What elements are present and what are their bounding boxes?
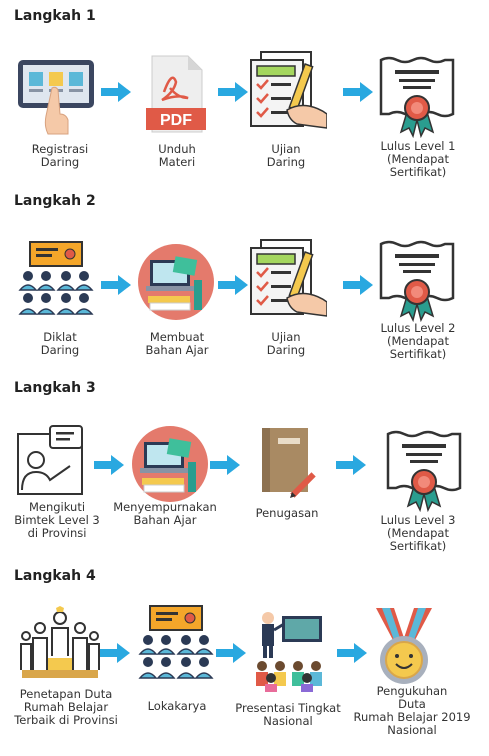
pdf-file-icon — [134, 52, 218, 136]
step-4-title: Langkah 4 — [14, 568, 96, 584]
arrow-right-icon — [101, 82, 131, 102]
step-3-label-4: Lulus Level 3 (Mendapat Sertifikat) — [380, 513, 456, 553]
arrow-right-icon — [210, 455, 240, 475]
tablet-touch-icon — [14, 52, 98, 136]
audience-presentation-icon — [14, 240, 98, 324]
step-4-label-2: Lokakarya — [147, 699, 207, 713]
step-1-label-1: Registrasi Daring — [31, 142, 89, 169]
arrow-right-icon — [216, 643, 246, 663]
books-laptop-icon — [128, 422, 212, 506]
step-4-label-4: Pengukuhan Duta Rumah Belajar 2019 Nasio… — [353, 684, 471, 737]
arrow-right-icon — [343, 82, 373, 102]
arrow-right-icon — [100, 643, 130, 663]
presenter-board-icon — [248, 608, 332, 692]
step-1-label-2: Unduh Materi — [158, 142, 196, 169]
audience-presentation-icon — [134, 604, 218, 688]
medal-icon — [362, 604, 446, 688]
certificate-icon — [375, 238, 459, 322]
arrow-right-icon — [101, 275, 131, 295]
checklist-exam-icon — [243, 50, 327, 134]
step-2-label-1: Diklat Daring — [40, 330, 80, 357]
step-2-label-3: Ujian Daring — [266, 330, 306, 357]
step-3-label-2: Menyempurnakan Bahan Ajar — [113, 500, 217, 527]
notebook-pencil-icon — [248, 424, 332, 508]
step-2-label-4: Lulus Level 2 (Mendapat Sertifikat) — [380, 321, 456, 361]
step-3-label-3: Penugasan — [255, 506, 319, 520]
arrow-right-icon — [343, 275, 373, 295]
step-4-label-3: Presentasi Tingkat Nasional — [235, 701, 341, 728]
step-2-title: Langkah 2 — [14, 193, 96, 209]
speaker-chat-icon — [14, 424, 98, 508]
step-1-label-3: Ujian Daring — [266, 142, 306, 169]
step-3-label-1: Mengikuti Bimtek Level 3 di Provinsi — [14, 500, 100, 540]
step-3-title: Langkah 3 — [14, 380, 96, 396]
books-laptop-icon — [134, 240, 218, 324]
checklist-exam-icon — [243, 238, 327, 322]
certificate-icon — [375, 54, 459, 138]
podium-winners-icon — [18, 606, 102, 690]
arrow-right-icon — [94, 455, 124, 475]
certificate-icon — [382, 428, 466, 512]
step-4-label-1: Penetapan Duta Rumah Belajar Terbaik di … — [14, 687, 118, 727]
step-1-label-4: Lulus Level 1 (Mendapat Sertifikat) — [380, 139, 456, 179]
step-1-title: Langkah 1 — [14, 8, 96, 24]
arrow-right-icon — [336, 455, 366, 475]
step-2-label-2: Membuat Bahan Ajar — [145, 330, 209, 357]
